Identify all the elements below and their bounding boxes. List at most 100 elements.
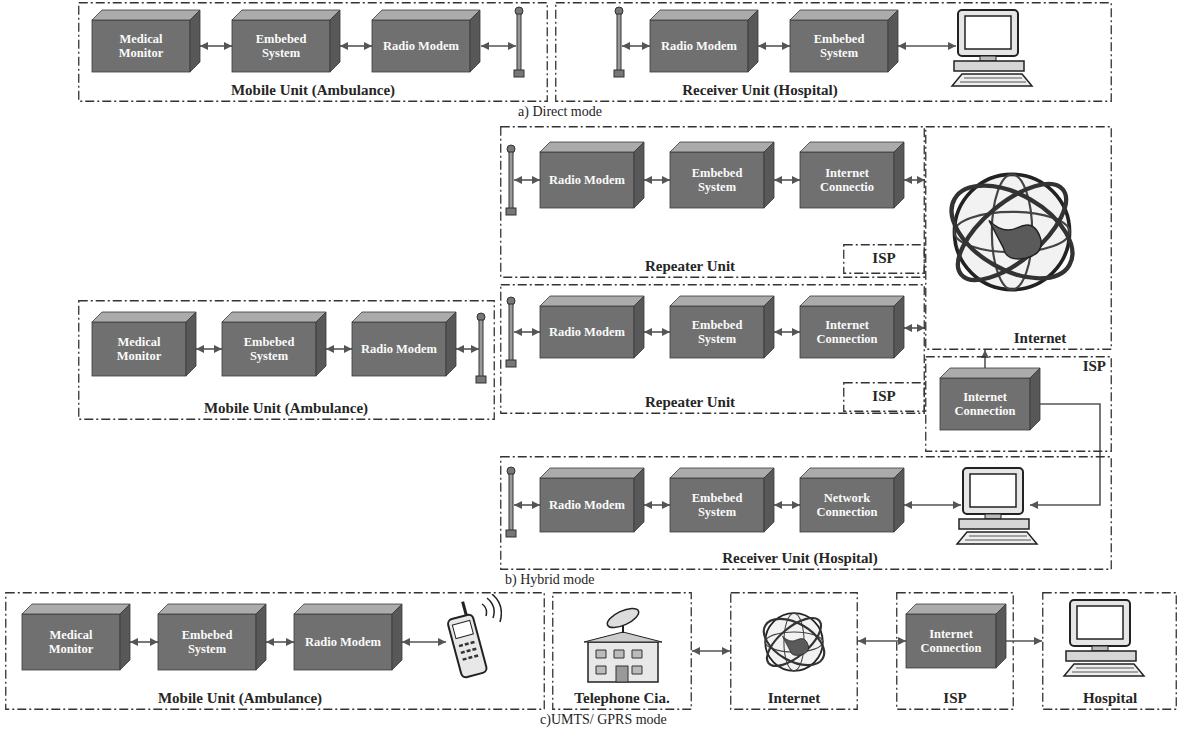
unit-group: Internet [730, 592, 858, 710]
cube-side [888, 10, 898, 72]
link-arrow [774, 331, 800, 333]
process-cube: Network Connection [800, 468, 904, 532]
process-cube: Embebed System [232, 10, 340, 72]
cube-front [800, 152, 894, 208]
link-line [622, 45, 650, 47]
cube-front [92, 322, 186, 376]
link-arrow [130, 641, 158, 643]
process-cube: Radio Modem [294, 604, 402, 670]
unit-label: Repeater Unit [645, 394, 735, 411]
process-cube: Radio Modem [372, 10, 480, 72]
unit-group: Telephone Cia. [552, 592, 692, 710]
cube-top [670, 142, 774, 152]
cube-front [22, 614, 120, 670]
block-label: Medical Monitor [26, 628, 116, 657]
process-cube: Internet Connection [800, 296, 904, 358]
cube-side [316, 312, 326, 376]
cube-top [352, 312, 456, 322]
antenna-icon [614, 7, 624, 77]
unit-group: Radio Modem Embebed SystemReceiver Unit (… [555, 2, 1112, 102]
cube-top [790, 10, 898, 20]
cube-top [906, 604, 1006, 614]
unit-label: Receiver Unit (Hospital) [682, 82, 838, 99]
link-line [904, 504, 961, 506]
unit-label: Mobile Unit (Ambulance) [158, 690, 322, 707]
dash-dot-border [501, 285, 925, 414]
cube-top [158, 604, 266, 614]
unit-label: ISP [943, 690, 966, 707]
link-arrow [266, 641, 294, 643]
unit-label: Repeater Unit [645, 258, 735, 275]
link-arrow [644, 179, 670, 181]
cube-side [446, 312, 456, 376]
unit-group: Radio ModemEmbebed SystemNetwork Connect… [500, 456, 1112, 570]
link-arrow [644, 331, 670, 333]
dash-dot-border [79, 301, 495, 420]
cube-front [670, 478, 764, 532]
link-arrow [326, 348, 352, 350]
block-label: Radio Modem [654, 39, 744, 53]
dash-dot-border [926, 357, 1112, 452]
dash-dot-border [79, 3, 548, 102]
link-arrow [758, 45, 790, 47]
dash-dot-border [556, 3, 1112, 102]
mode-caption: a) Direct mode [518, 104, 602, 120]
dash-dot-border [501, 457, 1112, 570]
dash-dot-border [501, 127, 925, 278]
cube-side [256, 604, 266, 670]
cube-front [158, 614, 256, 670]
dashed-outline [925, 126, 1112, 350]
process-cube: Embebed System [790, 10, 898, 72]
cube-side [996, 604, 1006, 668]
process-cube: Internet Connection [940, 368, 1040, 430]
link-arrow [644, 504, 670, 506]
cube-side [764, 296, 774, 358]
link-arrow [774, 179, 800, 181]
unit-group: Hospital [1042, 592, 1177, 710]
dash-dot-border [897, 593, 1014, 710]
cube-front [540, 306, 634, 358]
cube-front [650, 20, 748, 72]
process-cube: Embebed System [222, 312, 326, 376]
antenna-icon [476, 313, 486, 383]
cube-side [120, 604, 130, 670]
link-arrow [1006, 640, 1042, 642]
cube-front [800, 478, 894, 532]
cube-top [540, 468, 644, 478]
block-label: Embebed System [674, 491, 760, 520]
cube-front [670, 306, 764, 358]
process-cube: Radio Modem [540, 142, 644, 208]
cube-front [540, 478, 634, 532]
dash-dot-border [844, 245, 925, 274]
link-line [514, 179, 540, 181]
cube-side [634, 296, 644, 358]
cube-top [650, 10, 758, 20]
unit-label: Internet [768, 690, 821, 707]
link-arrow [196, 348, 222, 350]
link-line [1030, 404, 1100, 505]
process-cube: Embebed System [670, 468, 774, 532]
cube-top [540, 142, 644, 152]
cube-front [906, 614, 996, 668]
block-label: Radio Modem [544, 173, 630, 187]
process-cube: Embebed System [670, 142, 774, 208]
block-label: Radio Modem [356, 342, 442, 356]
block-label: Internet Connection [804, 318, 890, 347]
cube-front [800, 306, 894, 358]
process-cube: Internet Connection [906, 604, 1006, 668]
cube-top [372, 10, 480, 20]
cube-front [352, 322, 446, 376]
cube-side [764, 142, 774, 208]
isp-box: ISP [843, 244, 925, 274]
internet-globe [936, 166, 1088, 297]
link-arrow [340, 45, 372, 47]
cube-front [232, 20, 330, 72]
block-label: Embebed System [162, 628, 252, 657]
cube-top [22, 604, 130, 614]
dash-dot-border [731, 593, 858, 710]
unit-group: Radio ModemEmbebed SystemInternet Connec… [500, 284, 925, 414]
cube-side [330, 10, 340, 72]
cube-top [670, 296, 774, 306]
internet-globe [756, 609, 832, 675]
